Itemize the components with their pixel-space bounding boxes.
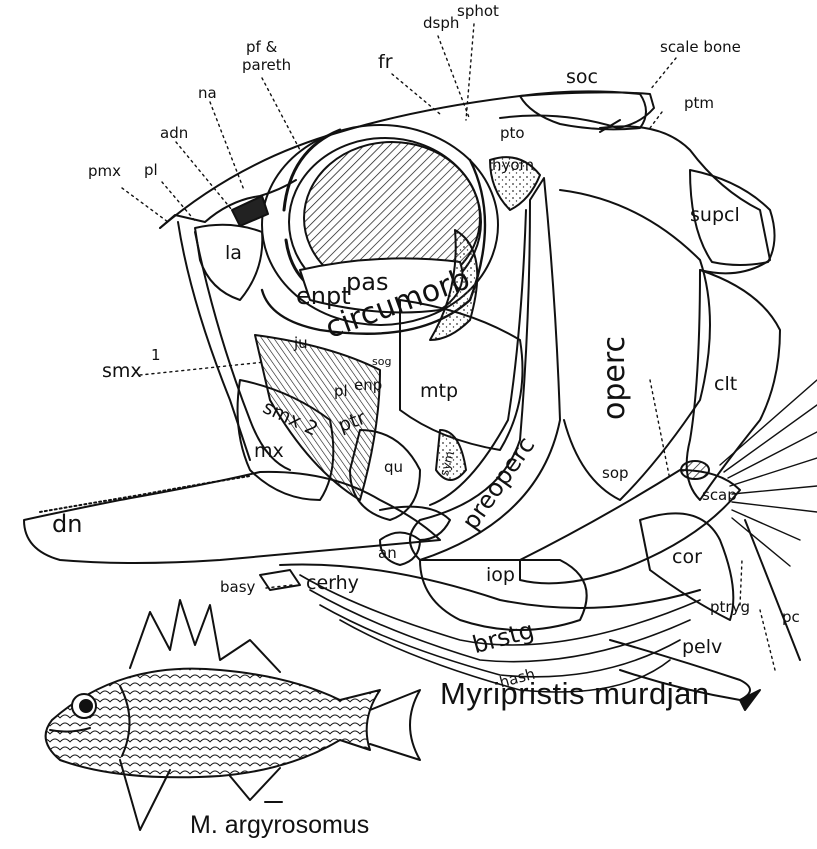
- label-qu: qu: [384, 460, 403, 475]
- label-ptryg: ptryg: [710, 600, 750, 615]
- label-pareth: pareth: [242, 58, 291, 73]
- label-pf-and: pf &: [246, 40, 277, 55]
- label-sphot: sphot: [457, 4, 499, 19]
- label-cerhy: cerhy: [306, 574, 359, 593]
- label-scale-bone: scale bone: [660, 40, 741, 55]
- label-pto: pto: [500, 126, 525, 141]
- label-cor: cor: [672, 548, 702, 567]
- label-dsph: dsph: [423, 16, 459, 31]
- label-adn: adn: [160, 126, 188, 141]
- label-mx: mx: [254, 442, 284, 461]
- label-mtp: mtp: [420, 382, 458, 401]
- label-scap: scap: [702, 488, 737, 503]
- inset-fish-dorsal-fin: [130, 600, 280, 672]
- scapula-foramen: [681, 461, 709, 479]
- label-dn: dn: [52, 512, 82, 536]
- label-pc: pc: [782, 610, 800, 625]
- leader-lines: [122, 24, 775, 670]
- postcleithrum: [745, 520, 800, 660]
- label-hyom: hyom: [492, 158, 534, 173]
- label-smx-1-mark: 1: [151, 348, 161, 363]
- snout-outline: [160, 180, 296, 228]
- label-operc: operc: [600, 336, 630, 420]
- label-sog: sog: [372, 356, 391, 367]
- label-pl: pl: [144, 163, 158, 178]
- label-fr: fr: [378, 53, 393, 72]
- pectoral-fin: [720, 380, 817, 566]
- dentary-teeth: [40, 476, 250, 512]
- label-soc: soc: [566, 68, 598, 87]
- inset-fish-tail: [370, 690, 420, 760]
- label-ptm: ptm: [684, 96, 714, 111]
- label-sop: sop: [602, 466, 629, 481]
- inset-caption: M. argyrosomus: [190, 813, 369, 838]
- label-iop: iop: [486, 566, 515, 585]
- label-pl-2: pl: [334, 384, 348, 399]
- label-pmx: pmx: [88, 164, 121, 179]
- inset-fish-body: [46, 669, 380, 778]
- label-an: an: [378, 546, 397, 561]
- inset-fish: [46, 600, 420, 830]
- label-na: na: [198, 86, 217, 101]
- label-enp: enp: [354, 378, 382, 393]
- label-supcl: supcl: [690, 206, 740, 225]
- label-clt: clt: [714, 375, 737, 394]
- supraoccipital-outline: [520, 91, 646, 129]
- label-basy: basy: [220, 580, 255, 595]
- inset-fish-pupil: [80, 700, 92, 712]
- label-pelv: pelv: [682, 638, 722, 657]
- label-la: la: [225, 244, 242, 263]
- label-smx: smx: [102, 362, 142, 381]
- figure-title: Myripristis murdjan: [440, 678, 710, 709]
- label-ju: ju: [294, 336, 308, 351]
- posttemporal-outline: [600, 126, 770, 273]
